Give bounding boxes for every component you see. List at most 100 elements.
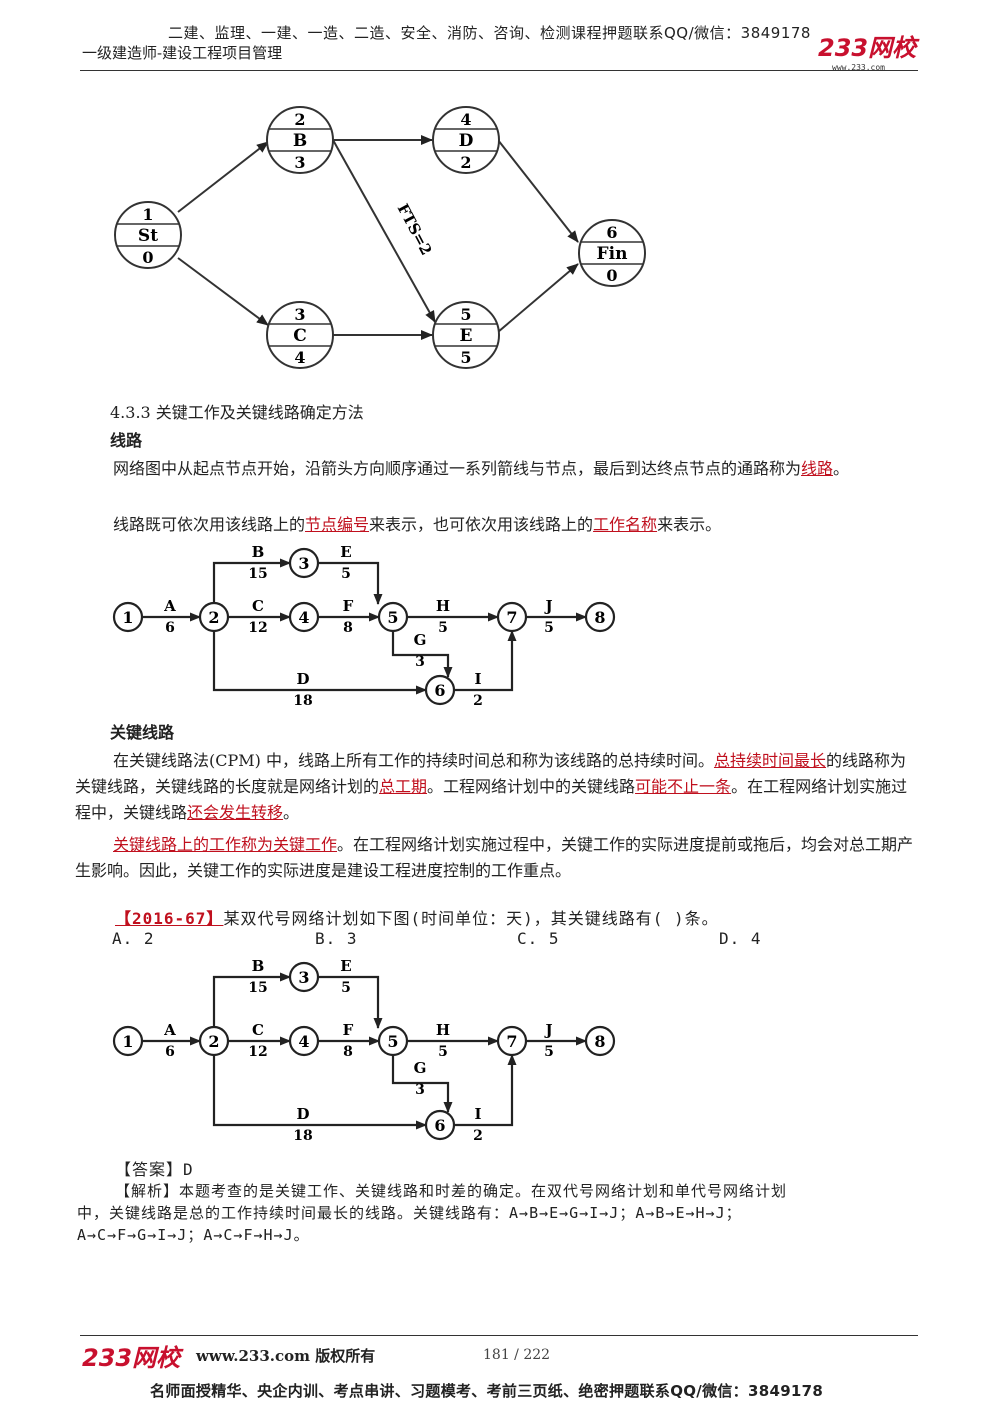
event-node-5-label: 5 <box>387 1032 398 1051</box>
node-duration: 0 <box>606 266 617 285</box>
arrow-d <box>212 1055 427 1130</box>
text: 。在工程网络计划实施过程中，关键工作的实际进度提前或拖后，均会对总工期产生影响。… <box>75 835 914 880</box>
arrow-d-fin <box>497 139 579 243</box>
question-line: 【2016-67】某双代号网络计划如下图(时间单位：天)，其关键线路有( )条。 <box>115 905 719 929</box>
activity-e-duration: 5 <box>341 566 351 582</box>
activity-j-duration: 5 <box>544 620 554 636</box>
option-a: A. 2 <box>112 929 155 948</box>
activity-h-label: H <box>436 1021 450 1039</box>
node-d: 4D2 <box>432 106 500 174</box>
event-node-5 <box>377 1025 409 1057</box>
analysis-line-1: 【解析】本题考查的是关键工作、关键线路和时差的确定。在双代号网络计划和单代号网络… <box>115 1180 787 1201</box>
node-name: Fin <box>597 244 628 264</box>
answer-label: 【答案】 <box>115 1160 184 1179</box>
header-logo: 233网校 www.233.com <box>818 28 916 72</box>
header-subtitle: 一级建造师-建设工程项目管理 <box>82 44 283 62</box>
analysis-line-2: 中，关键线路是总的工作持续时间最长的线路。关键线路有：A→B→E→G→I→J；A… <box>77 1204 742 1222</box>
activity-c-duration: 12 <box>248 620 267 636</box>
node-circle <box>432 106 500 174</box>
section-heading: 4.3.3 关键工作及关键线路确定方法 <box>110 403 364 422</box>
text: 的线路称为关键线路，关键线路的长度就是网络计划的 <box>75 751 906 796</box>
event-node-2-label: 2 <box>208 1032 219 1051</box>
arrow-g <box>391 631 453 678</box>
node-circle <box>266 301 334 369</box>
event-node-8 <box>584 601 616 633</box>
arrow-i <box>454 1054 517 1127</box>
event-node-4 <box>288 1025 320 1057</box>
header-contact-line: 二建、监理、一建、一造、二造、安全、消防、咨询、检测课程押题联系QQ/微信：38… <box>168 24 811 42</box>
activity-b-duration: 15 <box>248 980 267 996</box>
activity-h-label: H <box>436 597 450 615</box>
question-tag: 【2016-67】 <box>115 909 224 928</box>
event-node-4-label: 4 <box>298 1032 309 1051</box>
text: 网络图中从起点节点开始，沿箭头方向顺序通过一系列箭线与节点，最后到达终点节点的通… <box>113 459 802 478</box>
node-id: 2 <box>294 110 305 129</box>
activity-f-duration: 8 <box>343 1044 353 1060</box>
activity-f-label: F <box>343 597 354 615</box>
activity-g-duration: 3 <box>415 654 425 670</box>
option-d: D. 4 <box>719 929 762 948</box>
node-e: 5E5 <box>432 301 500 369</box>
underlined-term: 还会发生转移 <box>187 803 284 822</box>
underlined-term: 关键线路上的工作称为关键工作 <box>113 835 338 854</box>
underlined-term: 可能不止一条 <box>635 777 732 796</box>
footer-logo: 233网校 <box>82 1344 181 1372</box>
event-node-7 <box>496 601 528 633</box>
event-node-3-label: 3 <box>298 554 309 573</box>
node-duration: 4 <box>294 348 305 367</box>
arrow-g <box>391 1055 453 1113</box>
arrow-e-fin <box>497 263 579 333</box>
event-node-1-label: 1 <box>122 1032 133 1051</box>
activity-g-label: G <box>414 1059 427 1077</box>
header-rule <box>80 70 918 71</box>
arrow-d <box>212 631 427 695</box>
subheading-critical-path: 关键线路 <box>110 723 175 742</box>
text: 在关键线路法(CPM) 中，线路上所有工作的持续时间总和称为该线路的总持续时间。 <box>113 751 714 770</box>
event-node-8-label: 8 <box>594 1032 605 1051</box>
node-id: 5 <box>460 305 471 324</box>
fts-label: FTS=2 <box>394 201 436 259</box>
activity-a-duration: 6 <box>165 1044 175 1060</box>
arrow-st-c <box>177 257 269 326</box>
activity-j-label: J <box>543 597 552 615</box>
activity-a-label: A <box>163 597 176 615</box>
activity-d-label: D <box>296 1105 309 1123</box>
underlined-term: 总持续时间最长 <box>713 751 826 770</box>
arrow-i <box>454 630 517 692</box>
event-node-2 <box>198 601 230 633</box>
activity-j-label: J <box>543 1021 552 1039</box>
paragraph-critical-path: 在关键线路法(CPM) 中，线路上所有工作的持续时间总和称为该线路的总持续时间。… <box>75 748 920 826</box>
arrow-e <box>318 975 383 1029</box>
option-c: C. 5 <box>517 929 560 948</box>
activity-g-duration: 3 <box>415 1082 425 1098</box>
paragraph-route-definition: 网络图中从起点节点开始，沿箭头方向顺序通过一系列箭线与节点，最后到达终点节点的通… <box>75 456 920 482</box>
activity-b-label: B <box>252 545 265 561</box>
activity-c-label: C <box>252 1021 264 1039</box>
text: 。在工程网络计划实施过程中，关键线路 <box>75 777 908 822</box>
subheading-route: 线路 <box>110 431 143 450</box>
logo-text: 233网校 <box>818 34 917 62</box>
event-node-3 <box>288 961 320 993</box>
activity-a-duration: 6 <box>165 620 175 636</box>
activity-h-duration: 5 <box>438 620 448 636</box>
logo-url: www.233.com <box>832 63 885 72</box>
event-node-7 <box>496 1025 528 1057</box>
activity-e-label: E <box>340 957 351 975</box>
event-node-2-label: 2 <box>208 608 219 627</box>
analysis-label: 【解析】 <box>115 1182 180 1200</box>
underlined-term: 线路 <box>801 459 834 478</box>
node-circle <box>578 219 646 287</box>
node-circle <box>432 301 500 369</box>
text: 来表示，也可依次用该线路上的 <box>369 515 594 534</box>
text: 来表示。 <box>657 515 722 534</box>
node-name: C <box>293 326 307 346</box>
underlined-term: 总工期 <box>379 777 428 796</box>
arrow-b <box>212 558 291 603</box>
node-id: 6 <box>606 223 617 242</box>
activity-e-label: E <box>340 545 351 561</box>
activity-g-label: G <box>414 631 427 649</box>
event-node-3 <box>288 547 320 579</box>
